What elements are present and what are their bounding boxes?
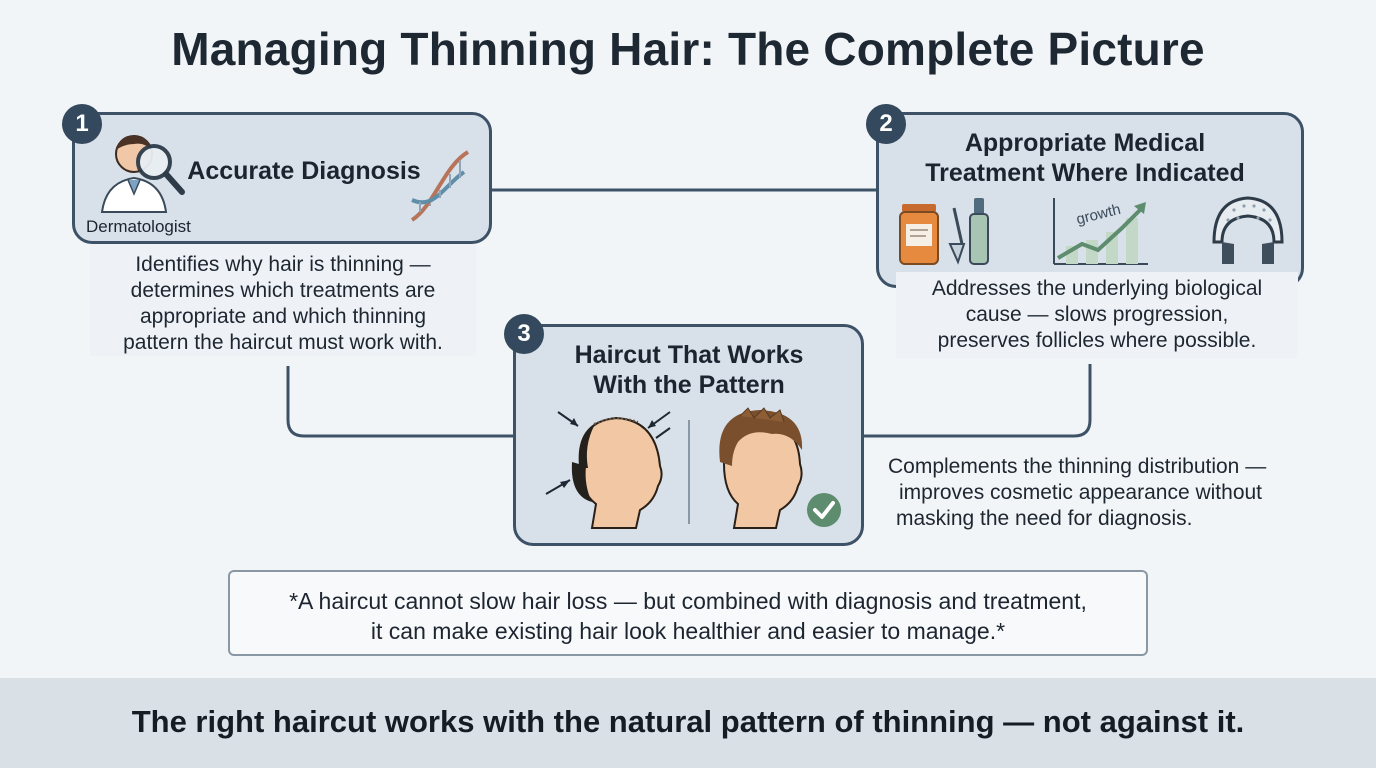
step-2-title: Appropriate Medical Treatment Where Indi… bbox=[900, 128, 1270, 188]
step-1-description-line: Identifies why hair is thinning — bbox=[135, 253, 431, 276]
step-2-badge: 2 bbox=[866, 104, 906, 144]
disclaimer-note-line: it can make existing hair look healthier… bbox=[370, 618, 1006, 644]
disclaimer-note: *A haircut cannot slow hair loss — but c… bbox=[228, 570, 1148, 656]
step-3-description-line: improves cosmetic appearance without bbox=[899, 481, 1263, 504]
step-1-description-line: appropriate and which thinning bbox=[139, 305, 427, 328]
step-1-card bbox=[72, 112, 492, 244]
dermatologist-caption: Dermatologist bbox=[86, 217, 191, 236]
footer-text: The right haircut works with the natural… bbox=[131, 704, 1245, 739]
step-2-title-line: Treatment Where Indicated bbox=[925, 159, 1245, 187]
step-1-badge: 1 bbox=[62, 104, 102, 144]
step-1-description: Identifies why hair is thinning — determ… bbox=[90, 244, 476, 356]
disclaimer-note-line: *A haircut cannot slow hair loss — but c… bbox=[289, 588, 1087, 614]
footer-band: The right haircut works with the natural… bbox=[0, 678, 1376, 768]
connector-1-3 bbox=[286, 366, 513, 438]
step-3-description: Complements the thinning distribution — … bbox=[878, 454, 1298, 532]
medication-icon bbox=[899, 198, 989, 265]
step-3-title-line: With the Pattern bbox=[593, 371, 785, 399]
disclaimer-note-text: *A haircut cannot slow hair loss — but c… bbox=[230, 586, 1146, 646]
step-2-title-line: Appropriate Medical bbox=[964, 129, 1206, 157]
step-3-description-line: masking the need for diagnosis. bbox=[896, 507, 1193, 530]
checkmark-icon bbox=[807, 493, 841, 527]
step-3-title-line: Haircut That Works bbox=[574, 341, 804, 369]
step-1-description-line: pattern the haircut must work with. bbox=[123, 331, 443, 354]
step-1-description-line: determines which treatments are bbox=[130, 279, 436, 302]
step-2-description: Addresses the underlying biological caus… bbox=[896, 272, 1298, 358]
step-2-description-line: Addresses the underlying biological bbox=[931, 277, 1263, 300]
growth-chart-icon bbox=[1053, 198, 1148, 265]
step-3-description-line: Complements the thinning distribution — bbox=[888, 455, 1267, 478]
step-3-title: Haircut That Works With the Pattern bbox=[530, 340, 848, 400]
step-1-title: Accurate Diagnosis bbox=[187, 157, 421, 185]
dna-icon bbox=[410, 150, 470, 222]
thinning-head-icon bbox=[545, 411, 671, 529]
step-3-badge: 3 bbox=[504, 314, 544, 354]
divider bbox=[688, 420, 690, 524]
laser-helmet-icon bbox=[1212, 196, 1284, 264]
styled-hair-head-icon bbox=[719, 407, 803, 529]
dermatologist-icon bbox=[100, 135, 185, 213]
step-2-description-line: cause — slows progression, bbox=[965, 303, 1229, 326]
connector-2-3 bbox=[864, 364, 1092, 438]
page-title: Managing Thinning Hair: The Complete Pic… bbox=[171, 23, 1205, 75]
step-2-description-line: preserves follicles where possible. bbox=[937, 329, 1257, 352]
